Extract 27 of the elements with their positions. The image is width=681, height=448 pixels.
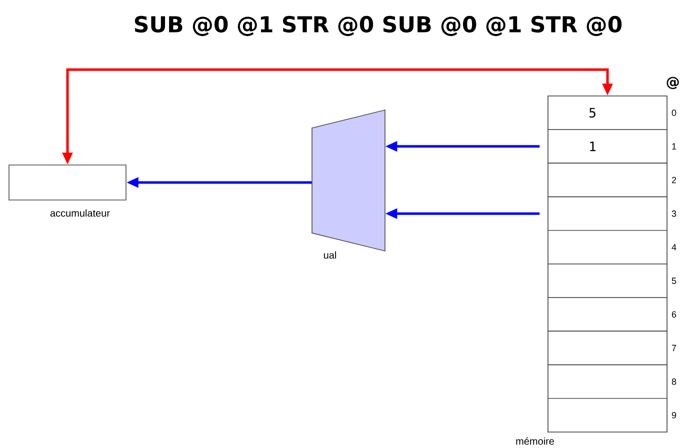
address-number: 1 — [672, 143, 676, 150]
memory-cell — [548, 230, 668, 264]
memory-cell — [548, 364, 668, 399]
column-header: @ — [666, 76, 679, 90]
address-number: 3 — [672, 210, 676, 217]
address-number: 8 — [672, 378, 676, 385]
node-caption: accumulateur — [50, 209, 110, 217]
alu-trapezoid — [312, 110, 386, 252]
memory-cell: 1 — [548, 129, 668, 164]
address-number: 2 — [672, 176, 676, 184]
address-number: 7 — [672, 344, 676, 352]
memory-cell — [548, 162, 668, 198]
address-number: 0 — [672, 110, 676, 116]
memory-cell — [548, 264, 668, 298]
address-number: 4 — [672, 244, 676, 250]
address-number: 5 — [672, 278, 676, 284]
memory-cell — [548, 196, 668, 231]
memory-cell — [548, 297, 668, 332]
memory-cell — [548, 398, 668, 432]
address-number: 9 — [672, 412, 676, 418]
register-box — [8, 164, 126, 200]
memory-cell: 5 — [548, 96, 668, 130]
address-number: 6 — [672, 311, 676, 318]
memory-cell — [548, 330, 668, 366]
node-caption: mémoire — [516, 437, 554, 445]
node-caption: ual — [324, 251, 336, 259]
title: SUB @0 @1 STR @0 SUB @0 @1 STR @0 — [134, 16, 622, 36]
